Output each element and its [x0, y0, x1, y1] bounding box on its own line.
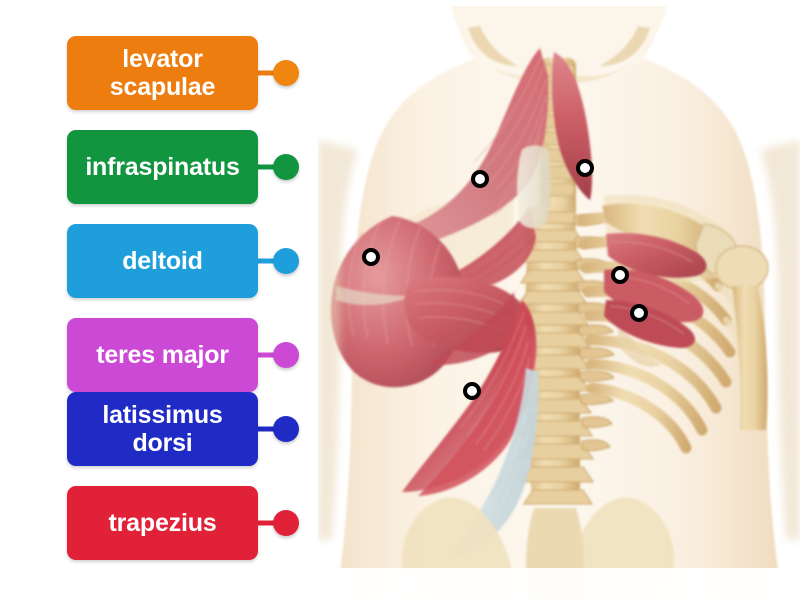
label-dot-infraspinatus[interactable] — [273, 154, 299, 180]
label-levator-scapulae[interactable]: levator scapulae — [67, 36, 258, 110]
label-row: levator scapulae — [67, 36, 300, 110]
label-dot-teres-major[interactable] — [273, 342, 299, 368]
label-deltoid[interactable]: deltoid — [67, 224, 258, 298]
thoracolumbar-fascia — [448, 368, 539, 560]
anatomy-illustration — [318, 0, 800, 600]
label-connector-line — [256, 258, 278, 264]
label-dot-deltoid[interactable] — [273, 248, 299, 274]
marker-5[interactable] — [630, 304, 648, 322]
label-connector-line — [256, 352, 278, 358]
label-infraspinatus[interactable]: infraspinatus — [67, 130, 258, 204]
posterior-shoulder-right — [604, 232, 707, 348]
label-connector-line — [256, 426, 278, 432]
label-dot-levator-scapulae[interactable] — [273, 60, 299, 86]
marker-1[interactable] — [471, 170, 489, 188]
label-connector-line — [256, 164, 278, 170]
label-row: trapezius — [67, 486, 300, 560]
label-connector-line — [256, 520, 278, 526]
label-latissimus-dorsi[interactable]: latissimus dorsi — [67, 392, 258, 466]
label-row: deltoid — [67, 224, 300, 298]
label-teres-major[interactable]: teres major — [67, 318, 258, 392]
label-row: infraspinatus — [67, 130, 300, 204]
label-dot-trapezius[interactable] — [273, 510, 299, 536]
marker-4[interactable] — [611, 266, 629, 284]
label-row: latissimus dorsi — [67, 392, 300, 466]
marker-2[interactable] — [576, 159, 594, 177]
back-muscles-drawing — [318, 0, 800, 600]
latissimus-dorsi-muscle — [402, 300, 537, 496]
label-connector-line — [256, 70, 278, 76]
marker-3[interactable] — [362, 248, 380, 266]
trapezius-muscle — [362, 48, 593, 305]
label-trapezius[interactable]: trapezius — [67, 486, 258, 560]
posterior-shoulder-left — [404, 276, 532, 365]
label-dot-latissimus-dorsi[interactable] — [273, 416, 299, 442]
label-row: teres major — [67, 318, 300, 392]
marker-6[interactable] — [463, 382, 481, 400]
